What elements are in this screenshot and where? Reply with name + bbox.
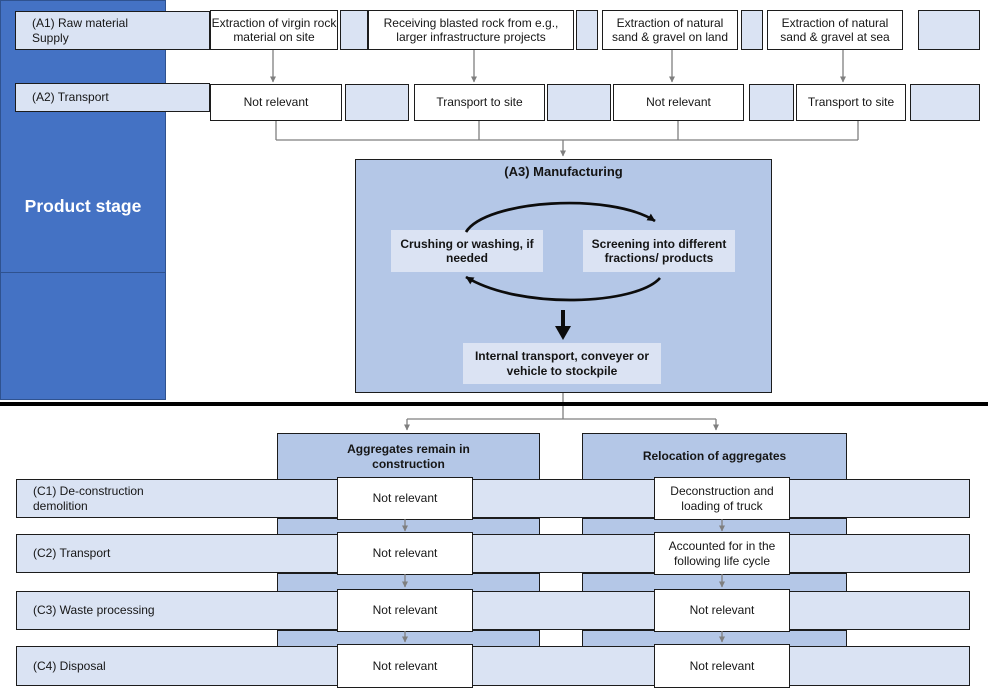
row-c3-label: (C3) Waste processing xyxy=(33,603,155,618)
row-a2-label: (A2) Transport xyxy=(32,90,109,105)
c3-cell-left: Not relevant xyxy=(337,589,473,632)
c1-cell-left: Not relevant xyxy=(337,477,473,520)
row-c1-label: (C1) De-construction demolition xyxy=(33,484,144,513)
product-stage-title: Product stage xyxy=(24,196,142,216)
row-a1-label: (A1) Raw material Supply xyxy=(32,16,129,45)
a2-spacer-box xyxy=(345,84,409,121)
c2-cell-right: Accounted for in the following life cycl… xyxy=(654,532,790,575)
row-a1-label-box: (A1) Raw material Supply xyxy=(15,11,210,50)
a1-cell-sand-land: Extraction of natural sand & gravel on l… xyxy=(602,10,738,50)
a2-spacer-box xyxy=(910,84,980,121)
a3-crushing-box: Crushing or washing, if needed xyxy=(391,230,543,272)
a1-spacer-box xyxy=(576,10,598,50)
row-c4-label: (C4) Disposal xyxy=(33,658,106,673)
a1-spacer-box xyxy=(340,10,368,50)
a1-spacer-box xyxy=(741,10,763,50)
a3-screening-box: Screening into different fractions/ prod… xyxy=(583,230,735,272)
a2-cell-3: Not relevant xyxy=(613,84,744,121)
a2-cell-1: Not relevant xyxy=(210,84,342,121)
a1-cell-blasted-rock: Receiving blasted rock from e.g., larger… xyxy=(368,10,574,50)
a1-cell-virgin-rock: Extraction of virgin rock material on si… xyxy=(210,10,338,50)
column-header-remain: Aggregates remain in construction xyxy=(277,433,540,480)
a3-internal-transport-box: Internal transport, conveyer or vehicle … xyxy=(463,343,661,384)
row-a2-label-box: (A2) Transport xyxy=(15,83,210,112)
a2-spacer-box xyxy=(749,84,794,121)
row-c4: (C4) Disposal xyxy=(16,646,970,686)
a3-title: (A3) Manufacturing xyxy=(504,164,623,179)
a2-cell-2: Transport to site xyxy=(414,84,545,121)
row-c2-label: (C2) Transport xyxy=(33,546,111,561)
c4-cell-right: Not relevant xyxy=(654,644,790,688)
row-c2: (C2) Transport xyxy=(16,534,970,573)
column-header-relocation: Relocation of aggregates xyxy=(582,433,847,480)
row-c1: (C1) De-construction demolition xyxy=(16,479,970,518)
a2-cell-4: Transport to site xyxy=(796,84,906,121)
a2-spacer-box xyxy=(547,84,611,121)
c3-cell-right: Not relevant xyxy=(654,589,790,632)
c2-cell-left: Not relevant xyxy=(337,532,473,575)
c1-cell-right: Deconstruction and loading of truck xyxy=(654,477,790,520)
a1-spacer-box xyxy=(918,10,980,50)
section-divider xyxy=(0,402,988,406)
a1-cell-sand-sea: Extraction of natural sand & gravel at s… xyxy=(767,10,903,50)
row-c3: (C3) Waste processing xyxy=(16,591,970,630)
c4-cell-left: Not relevant xyxy=(337,644,473,688)
end-of-life-title: End of Life xyxy=(37,436,129,456)
